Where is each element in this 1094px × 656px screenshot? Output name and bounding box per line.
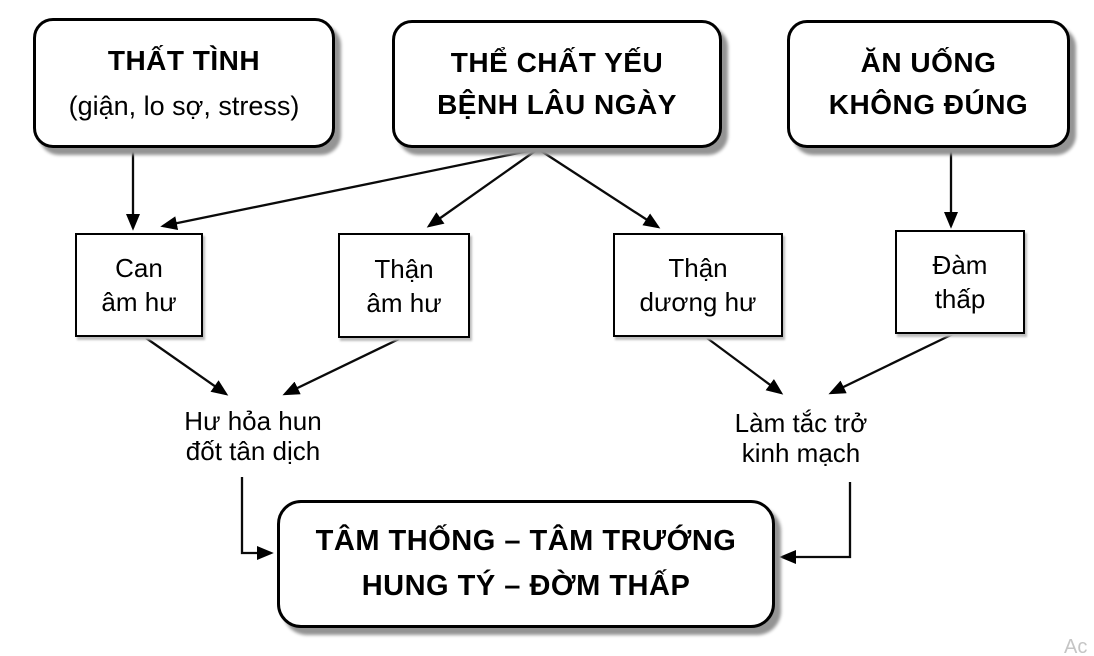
arrow-lam-tac-tro-to-tam-thong [779,482,852,564]
node-tam-thong-line2: HUNG TÝ – ĐỜM THẤP [361,570,691,602]
node-than-am-hu-line1: Thận [374,253,434,284]
node-the-chat-yeu-line2: BỆNH LÂU NGÀY [437,89,677,120]
arrow-can-am-hu-to-hu-hoa [145,337,229,396]
node-that-tinh: THẤT TÌNH (giận, lo sợ, stress) [33,18,335,148]
node-that-tinh-title: THẤT TÌNH [107,45,261,76]
node-the-chat-yeu-line1: THỂ CHẤT YẾU [450,47,664,78]
node-can-am-hu-line1: Can [115,253,163,283]
label-hu-hoa-hun-dot-tan-dich: Hư hỏa hun đốt tân dịch [153,406,353,466]
arrow-the-chat-yeu-to-than-duong-hu [537,148,661,229]
node-than-duong-hu-line1: Thận [668,253,728,283]
arrow-dam-thap-to-lam-tac-tro [828,332,954,395]
watermark-fragment: Ac [1064,636,1088,656]
arrow-than-am-hu-to-hu-hoa [282,337,400,396]
node-than-am-hu-line2: âm hư [366,287,442,318]
node-dam-thap: Đàm thấp [895,230,1025,334]
node-an-uong-line1: ĂN UỐNG [860,47,997,78]
node-the-chat-yeu: THỂ CHẤT YẾU BỆNH LÂU NGÀY [392,20,722,148]
node-than-am-hu: Thận âm hư [338,233,470,338]
node-than-duong-hu: Thận dương hư [613,233,783,337]
node-that-tinh-subtitle: (giận, lo sợ, stress) [68,91,300,121]
node-than-duong-hu-line2: dương hư [639,287,757,317]
arrow-the-chat-yeu-to-than-am-hu [426,148,539,228]
node-tam-thong: TÂM THỐNG – TÂM TRƯỚNG HUNG TÝ – ĐỜM THẤ… [277,500,775,628]
label-lam-tac-tro-kinh-mach: Làm tắc trở kinh mạch [701,408,901,468]
arrow-hu-hoa-to-tam-thong [240,477,274,560]
arrow-than-duong-hu-to-lam-tac-tro [706,337,784,395]
label-hu-hoa-line1: Hư hỏa hun [184,406,322,436]
label-lam-tac-tro-line1: Làm tắc trở [734,408,868,438]
node-an-uong-khong-dung: ĂN UỐNG KHÔNG ĐÚNG [787,20,1070,148]
label-hu-hoa-line2: đốt tân dịch [185,436,321,466]
node-can-am-hu-line2: âm hư [101,287,177,317]
node-tam-thong-line1: TÂM THỐNG – TÂM TRƯỚNG [315,525,737,557]
arrow-the-chat-yeu-to-can-am-hu [160,147,539,231]
node-can-am-hu: Can âm hư [75,233,203,337]
label-lam-tac-tro-line2: kinh mạch [741,438,861,468]
node-dam-thap-line1: Đàm [932,250,988,280]
node-an-uong-line2: KHÔNG ĐÚNG [828,89,1029,120]
node-dam-thap-line2: thấp [934,284,986,314]
